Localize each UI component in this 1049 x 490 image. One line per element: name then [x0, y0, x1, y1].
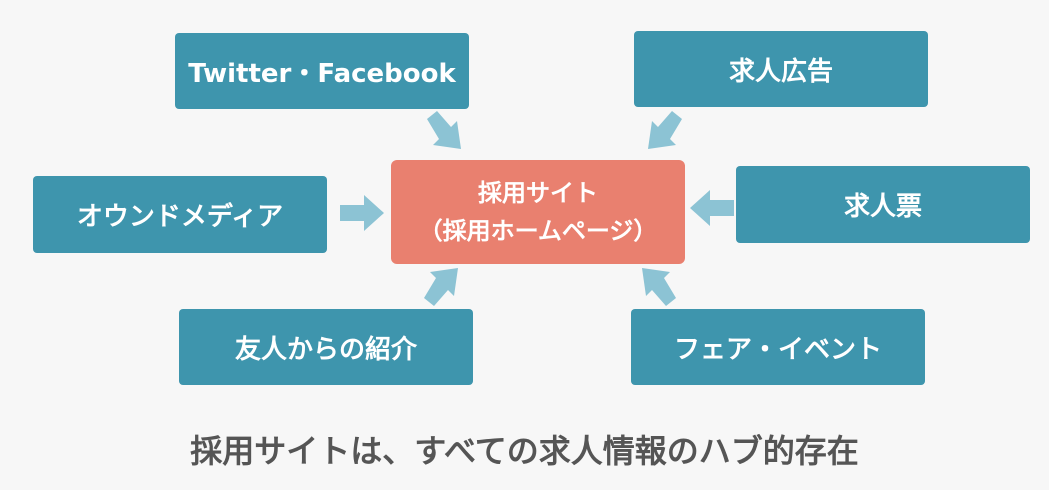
- hub-subtitle: （採用ホームページ）: [418, 217, 658, 245]
- arrow-right-icon: [340, 195, 384, 231]
- diagram-caption: 採用サイトは、すべての求人情報のハブ的存在: [190, 432, 859, 470]
- source-label: 求人票: [843, 192, 922, 222]
- arrow-down-left-icon: [648, 111, 682, 149]
- source-label: オウンドメディア: [76, 202, 284, 232]
- source-label: Twitter・Facebook: [188, 58, 456, 89]
- arrow-left-icon: [690, 190, 734, 226]
- source-referral: 友人からの紹介: [179, 309, 473, 385]
- hub-recruit-site: 採用サイト （採用ホームページ）: [391, 160, 685, 264]
- source-owned-media: オウンドメディア: [33, 176, 327, 253]
- arrow-up-right-icon: [424, 268, 458, 306]
- source-label: 求人広告: [728, 56, 833, 87]
- arrow-up-left-icon: [642, 268, 676, 306]
- hub-title: 採用サイト: [478, 179, 598, 207]
- source-job-ticket: 求人票: [736, 166, 1030, 243]
- source-label: 友人からの紹介: [234, 334, 417, 365]
- source-job-ad: 求人広告: [634, 31, 928, 107]
- arrow-down-right-icon: [427, 111, 461, 149]
- source-label: フェア・イベント: [673, 334, 882, 365]
- source-twitter-facebook: Twitter・Facebook: [175, 33, 469, 109]
- source-fair-event: フェア・イベント: [631, 309, 925, 385]
